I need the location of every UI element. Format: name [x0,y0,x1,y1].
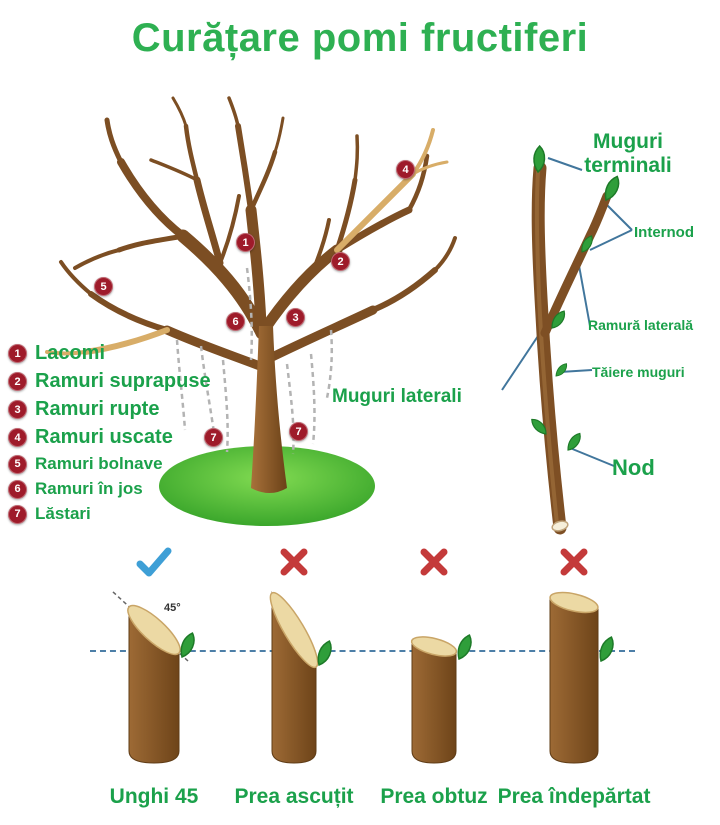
tree-marker-2: 2 [331,252,350,271]
legend-label: Ramuri bolnave [35,454,163,473]
cut-bud [555,363,568,377]
tree-trunk [251,326,287,493]
legend: 1 Lacomi 2 Ramuri suprapuse 3 Ramuri rup… [8,342,211,529]
cut-face [410,636,458,657]
legend-label: Ramuri rupte [35,398,160,420]
legend-item-uscate: 4 Ramuri uscate [8,426,211,449]
stem-lateral-bud [551,310,566,329]
label-terminal-buds: Muguri terminali [584,130,672,177]
branch-bottom-cut [551,520,569,532]
tree-illustration [45,96,457,526]
verdict-wrong [279,545,309,579]
bud-level-dashed-line [90,650,635,652]
tree-marker-6: 6 [226,312,245,331]
x-icon [560,548,588,576]
stub-blunt-illustration [410,634,472,764]
cut-example-prea-indepartat: Prea îndepărtat [498,545,650,809]
cut-face [549,591,599,614]
x-icon [280,548,308,576]
legend-label: Lăstari [35,504,91,523]
cut-example-prea-ascutit: Prea ascuțit [224,545,364,809]
verdict-correct [136,545,172,579]
cut-label: Unghi 45 [109,785,199,808]
legend-item-suprapuse: 2 Ramuri suprapuse [8,370,211,393]
legend-label: Ramuri suprapuse [35,370,211,392]
x-icon [420,548,448,576]
stub-sharp-illustration [269,591,332,764]
tree-marker-4: 4 [396,160,415,179]
tree-marker-3: 3 [286,308,305,327]
badge-6-icon: 6 [8,479,27,499]
terminal-bud [533,144,546,174]
cut-label: Prea îndepărtat [497,785,651,808]
cut-face [127,604,181,656]
legend-item-in-jos: 6 Ramuri în jos [8,479,211,499]
badge-4-icon: 4 [8,428,27,447]
legend-label: Ramuri uscate [35,426,173,448]
legend-label: Lacomi [35,342,106,364]
verdict-wrong [559,545,589,579]
cut-example-prea-obtuz: Prea obtuz [364,545,504,809]
label-internode: Internod [634,224,694,241]
connector-lines [501,157,633,467]
legend-label: Ramuri în jos [35,479,143,498]
angle-value: 45° [164,602,181,614]
node-bud-right [567,432,581,451]
branch-lateral [540,191,612,338]
node-bud-left [531,418,547,435]
dead-branches [45,128,449,356]
badge-5-icon: 5 [8,454,27,474]
cut-label: Prea obtuz [380,785,488,808]
tree-branches [59,96,457,373]
badge-3-icon: 3 [8,400,27,419]
cut-examples-row: 45° Unghi 45 Prea ascuțit [84,545,650,809]
bud-icon [599,636,614,663]
internode-bud [581,235,593,253]
label-node: Nod [612,455,655,480]
tree-marker-7b: 7 [289,422,308,441]
badge-7-icon: 7 [8,504,27,524]
legend-item-bolnave: 5 Ramuri bolnave [8,454,211,474]
tree-marker-5: 5 [94,277,113,296]
label-bud-cut: Tăiere muguri [592,364,685,380]
legend-item-rupte: 3 Ramuri rupte [8,398,211,421]
label-lateral-branch: Ramură laterală [588,317,694,333]
page-title: Curățare pomi fructiferi [131,16,589,60]
legend-item-lacomi: 1 Lacomi [8,342,211,365]
bud-icon [317,640,332,667]
cut-example-unghi-45: 45° Unghi 45 [84,545,224,809]
branch-illustration [501,144,633,535]
badge-2-icon: 2 [8,372,27,391]
sucker-dashed-lines [175,267,334,455]
legend-item-lastari: 7 Lăstari [8,504,211,524]
label-lateral-buds: Muguri laterali [332,386,462,407]
bud-icon [457,634,472,661]
tree-marker-1: 1 [236,233,255,252]
lateral-tip-bud [604,175,620,201]
buds [531,144,620,451]
stub-45-illustration: 45° [111,590,195,764]
verdict-wrong [419,545,449,579]
bud-icon [180,632,195,659]
stub-far-illustration [549,591,614,764]
cut-face [269,591,319,669]
badge-1-icon: 1 [8,344,27,363]
cut-label: Prea ascuțit [234,785,354,808]
check-icon [136,547,172,577]
tree-marker-7a: 7 [204,428,223,447]
